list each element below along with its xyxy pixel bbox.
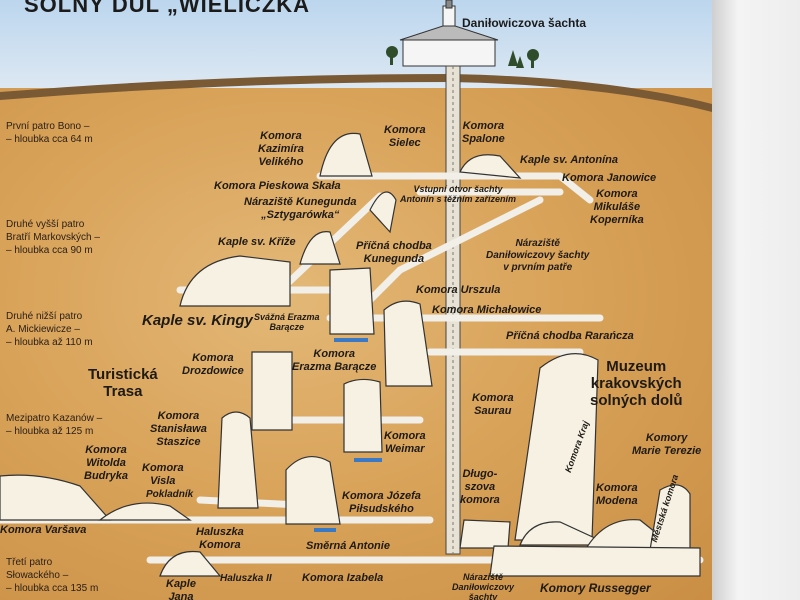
wall-background bbox=[712, 0, 800, 600]
mine-map-drawing bbox=[0, 0, 712, 577]
level-1: První patro Bono –– hloubka cca 64 m bbox=[6, 121, 93, 145]
label-haluszka-ii: Haluszka II bbox=[220, 573, 272, 584]
water-pool bbox=[314, 338, 382, 532]
label-komora-janowice: Komora Janowice bbox=[562, 172, 657, 184]
label-komora-varsava: Komora Varšava bbox=[0, 524, 87, 536]
shaft-title: Daniłowiczova šachta bbox=[462, 16, 587, 30]
label-smerna-antonie: Směrná Antonie bbox=[306, 540, 390, 552]
tree-icon bbox=[386, 46, 398, 65]
label-kaple-krize: Kaple sv. Kříže bbox=[218, 236, 296, 248]
tree-icon bbox=[508, 50, 524, 68]
label-pricna-raranca: Příčná chodba Rarańcza bbox=[506, 330, 634, 342]
shaft-building-icon bbox=[399, 0, 499, 67]
label-narazisti-kunegunda: Náraziště Kunegunda„Sztygarówka“ bbox=[244, 196, 357, 221]
label-komory-russegger: Komory Russegger bbox=[540, 581, 651, 595]
page-title: SOLNÝ DŮL „WIELICZKA bbox=[24, 0, 311, 17]
label-komora-michalowice: Komora Michałowice bbox=[432, 304, 542, 316]
label-komora-pieskowa: Komora Pieskowa Skała bbox=[214, 180, 341, 192]
tree-icon bbox=[527, 49, 539, 68]
label-komora-izabela: Komora Izabela bbox=[302, 572, 384, 584]
label-kaple-kingy: Kaple sv. Kingy bbox=[142, 312, 253, 329]
level-4: Mezipatro Kazanów –– hloubka až 125 m bbox=[6, 413, 103, 437]
ground-surface-line bbox=[0, 74, 712, 112]
label-komora-urszula: Komora Urszula bbox=[416, 284, 501, 296]
label-kaple-antonina: Kaple sv. Antonína bbox=[520, 154, 619, 166]
label-pokladnik: Pokladník bbox=[146, 489, 194, 500]
mine-map-board: SOLNÝ DŮL „WIELICZKA Daniłowiczova šacht… bbox=[0, 0, 712, 600]
chamber-shapes bbox=[0, 132, 701, 577]
